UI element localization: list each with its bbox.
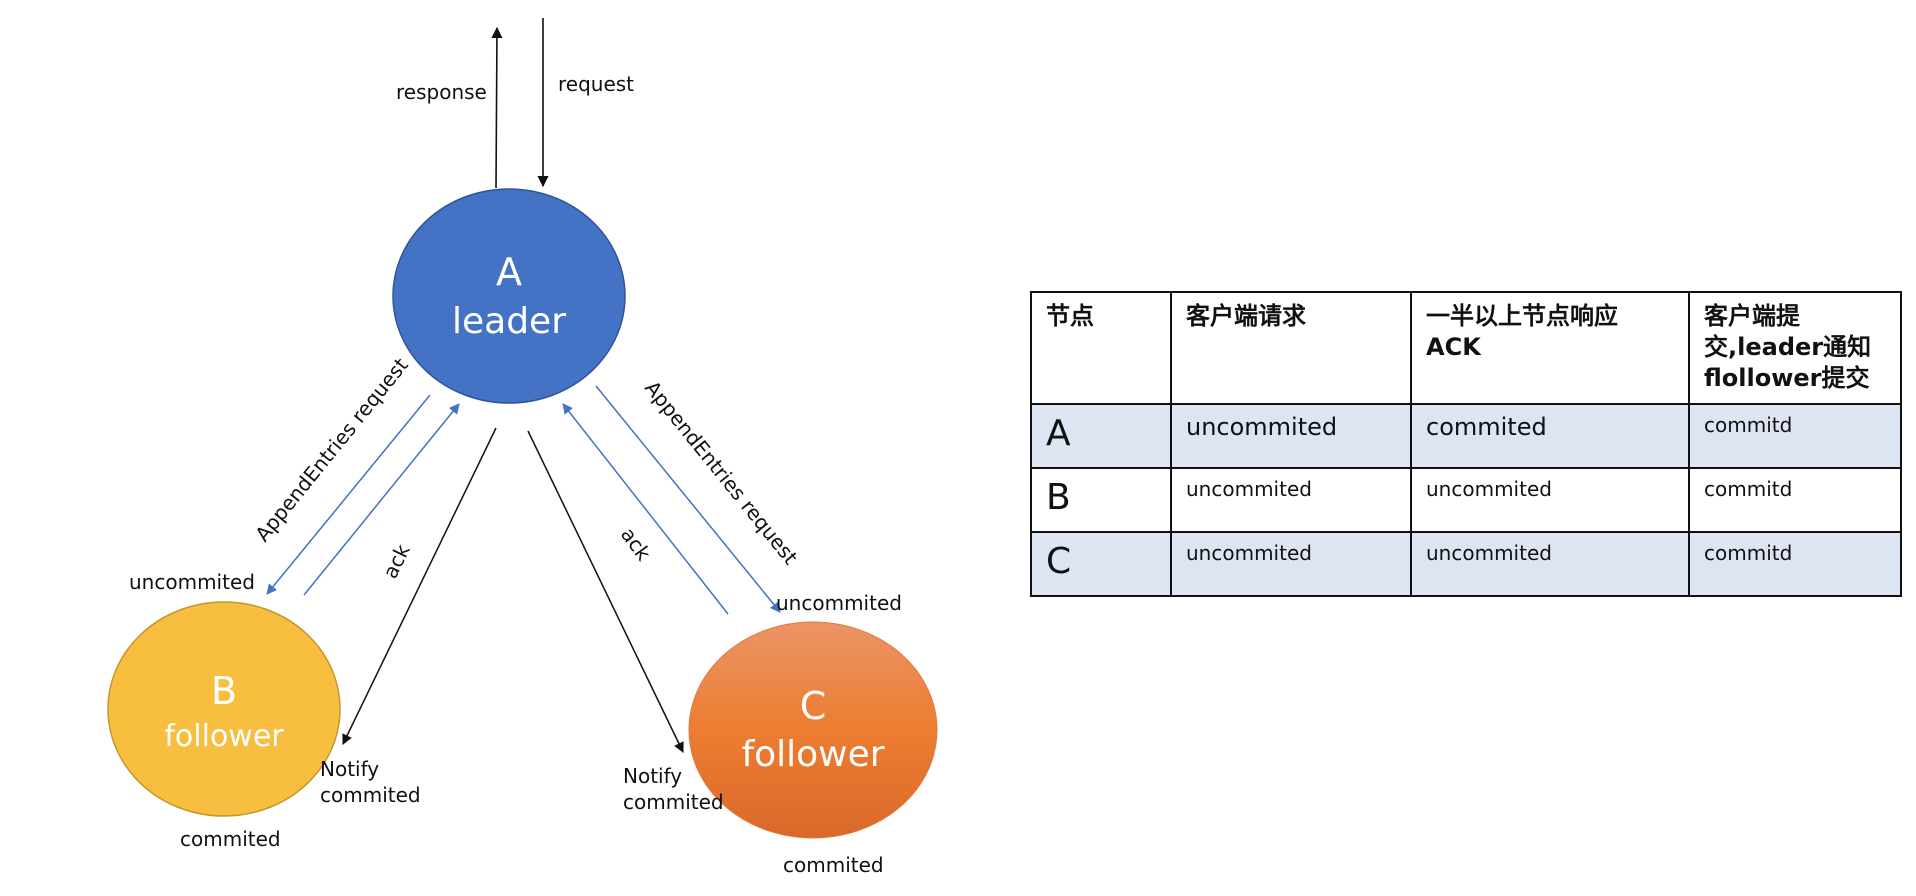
request-label: request: [558, 72, 634, 96]
table-header-line: 节点: [1046, 302, 1094, 330]
response-arrow: [491, 26, 503, 189]
notify-left-arrow: [342, 427, 497, 745]
ack-right-label: ack: [616, 523, 656, 566]
notify-left-line1: Notify: [320, 757, 379, 781]
append-entries-left-arrow: [266, 394, 431, 595]
table-cell: uncommited: [1170, 403, 1412, 469]
node-a-letter: A: [496, 250, 522, 294]
table-header-line: 一半以上节点响应: [1426, 302, 1618, 330]
commit-state-table: 节点 客户端请求 一半以上节点响应 ACK 客户端提交,leader通知 floll…: [1030, 291, 1902, 597]
ack-right-arrow: [562, 403, 729, 615]
table-row: C uncommited uncommited commitd: [1030, 531, 1902, 597]
table-row: B uncommited uncommited commitd: [1030, 467, 1902, 533]
table-cell: commited: [1410, 403, 1690, 469]
node-b-circle: [107, 601, 341, 817]
node-b-commited-label: commited: [180, 827, 281, 851]
append-entries-right-arrow: [595, 385, 781, 613]
append-entries-left-label: AppendEntries request: [250, 353, 413, 546]
node-b-letter: B: [211, 669, 237, 713]
node-c-circle: [688, 621, 938, 839]
notify-left-label: Notify commited: [320, 757, 421, 807]
table-header-majority-ack: 一半以上节点响应 ACK: [1410, 291, 1690, 405]
node-b-role: follower: [164, 719, 284, 754]
table-cell: uncommited: [1410, 531, 1690, 597]
table-header-line: 客户端提: [1704, 302, 1800, 330]
table-row: A uncommited commited commitd: [1030, 403, 1902, 469]
table-cell: uncommited: [1410, 467, 1690, 533]
table-cell-node: A: [1030, 403, 1172, 469]
table-header-client-commit: 客户端提交,leader通知 flollower提交: [1688, 291, 1902, 405]
notify-left-line2: commited: [320, 783, 421, 807]
node-b-uncommited-label: uncommited: [129, 570, 255, 594]
table-cell-node: C: [1030, 531, 1172, 597]
table-header-line: flollower提交: [1704, 364, 1870, 392]
node-a-leader: A leader: [392, 188, 626, 404]
notify-right-line1: Notify: [623, 764, 682, 788]
ack-left-label: ack: [378, 540, 415, 582]
table-header-row: 节点 客户端请求 一半以上节点响应 ACK 客户端提交,leader通知 floll…: [1030, 291, 1902, 405]
notify-right-arrow: [527, 430, 684, 753]
response-label: response: [396, 80, 487, 104]
table-header-line: 客户端请求: [1186, 302, 1306, 330]
ack-left-arrow: [303, 403, 460, 596]
table-cell: commitd: [1688, 403, 1902, 469]
table-cell: commitd: [1688, 467, 1902, 533]
table-header-client-request: 客户端请求: [1170, 291, 1412, 405]
node-c-letter: C: [800, 684, 827, 728]
table-cell: uncommited: [1170, 531, 1412, 597]
table-header-line: 交,leader通知: [1704, 333, 1872, 361]
table-cell-node: B: [1030, 467, 1172, 533]
node-c-uncommited-label: uncommited: [776, 591, 902, 615]
node-b-follower: B follower: [107, 601, 341, 817]
node-c-role: follower: [741, 734, 884, 775]
node-c-commited-label: commited: [783, 853, 884, 877]
table-header-node: 节点: [1030, 291, 1172, 405]
table-cell: commitd: [1688, 531, 1902, 597]
raft-diagram: response request A leader B follower C f…: [107, 18, 938, 877]
table-header-line: ACK: [1426, 333, 1481, 361]
table-cell: uncommited: [1170, 467, 1412, 533]
notify-right-label: Notify commited: [623, 764, 724, 814]
node-a-circle: [392, 188, 626, 404]
node-a-role: leader: [452, 301, 566, 342]
notify-right-line2: commited: [623, 790, 724, 814]
node-c-follower: C follower: [688, 621, 938, 839]
